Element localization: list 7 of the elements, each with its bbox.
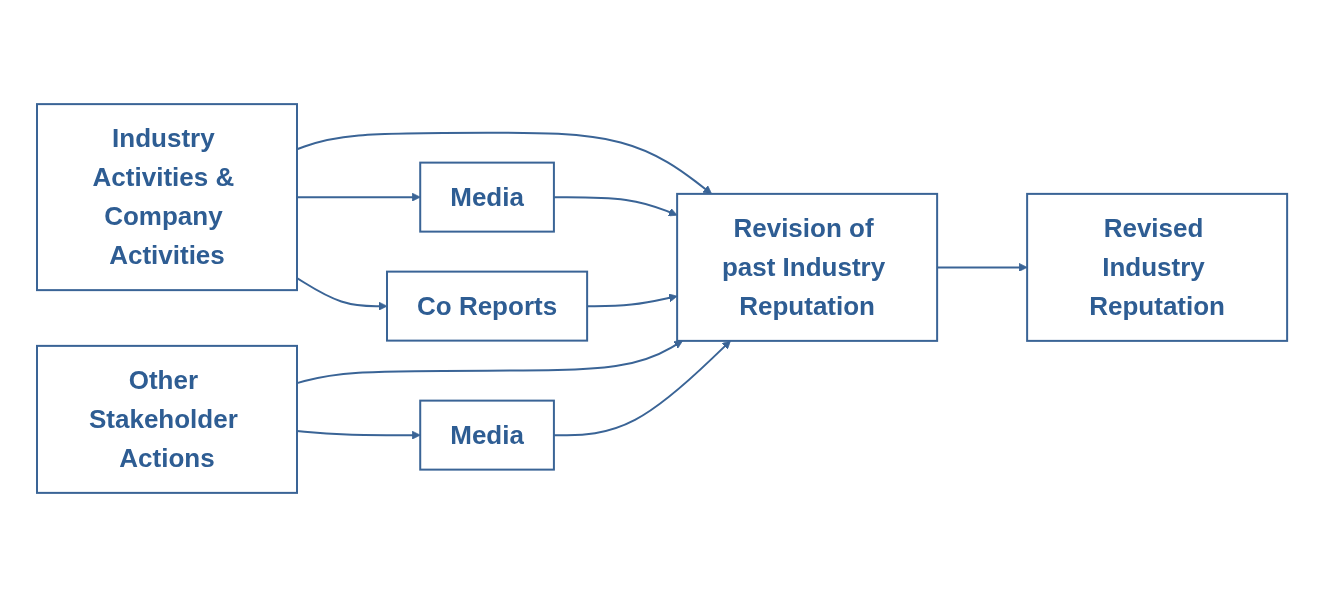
- node-box: Revised Industry Reputation: [1026, 192, 1289, 342]
- node-box: Co Reports: [386, 270, 589, 342]
- node-box: Industry Activities & Company Activities: [36, 103, 299, 292]
- node-box: Media: [419, 161, 556, 233]
- node-box: Media: [419, 399, 556, 471]
- node-box: Other Stakeholder Actions: [36, 344, 299, 494]
- node-box: Revision of past Industry Reputation: [676, 192, 939, 342]
